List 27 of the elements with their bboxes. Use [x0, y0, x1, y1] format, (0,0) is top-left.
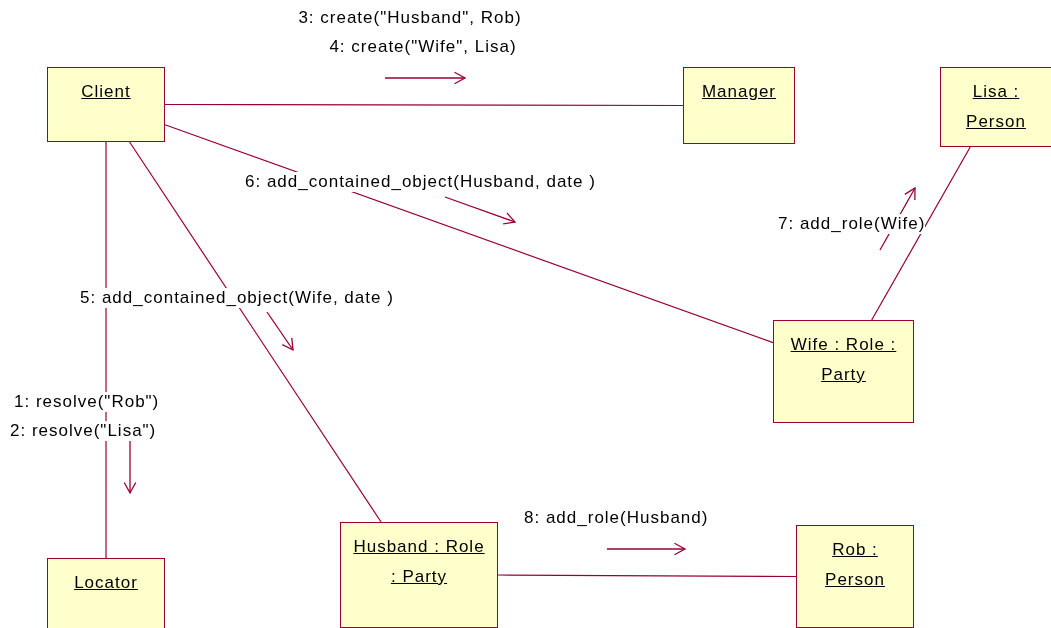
message-label: 4: create("Wife", Lisa): [329, 37, 517, 57]
message-label: 3: create("Husband", Rob): [298, 8, 522, 28]
object-name: Client: [80, 81, 132, 103]
object-box: [340, 522, 498, 628]
object-box: [796, 525, 914, 628]
object-name: Rob : Person: [824, 539, 886, 591]
object-name: Manager: [700, 81, 778, 103]
message-label: 8: add_role(Husband): [524, 508, 709, 528]
message-label: 7: add_role(Wife): [778, 214, 926, 234]
association-line: [497, 574, 797, 578]
message-label: 1: resolve("Rob"): [14, 392, 160, 412]
association-line: [164, 124, 774, 344]
object-name: Locator: [73, 572, 139, 594]
association-line: [129, 141, 382, 523]
object-box: [47, 67, 165, 142]
object-box: [683, 67, 795, 144]
object-box: [773, 320, 914, 423]
object-name: Wife : Role : Party: [789, 334, 898, 386]
association-line: [871, 146, 971, 321]
object-name: Husband : Role : Party: [352, 536, 486, 588]
message-label: 2: resolve("Lisa"): [10, 421, 157, 441]
association-line: [164, 103, 684, 107]
message-label: 6: add_contained_object(Husband, date ): [245, 172, 596, 192]
object-box: [940, 67, 1051, 147]
message-label: 5: add_contained_object(Wife, date ): [80, 288, 394, 308]
object-box: [47, 558, 165, 628]
object-name: Lisa : Person: [965, 81, 1027, 133]
